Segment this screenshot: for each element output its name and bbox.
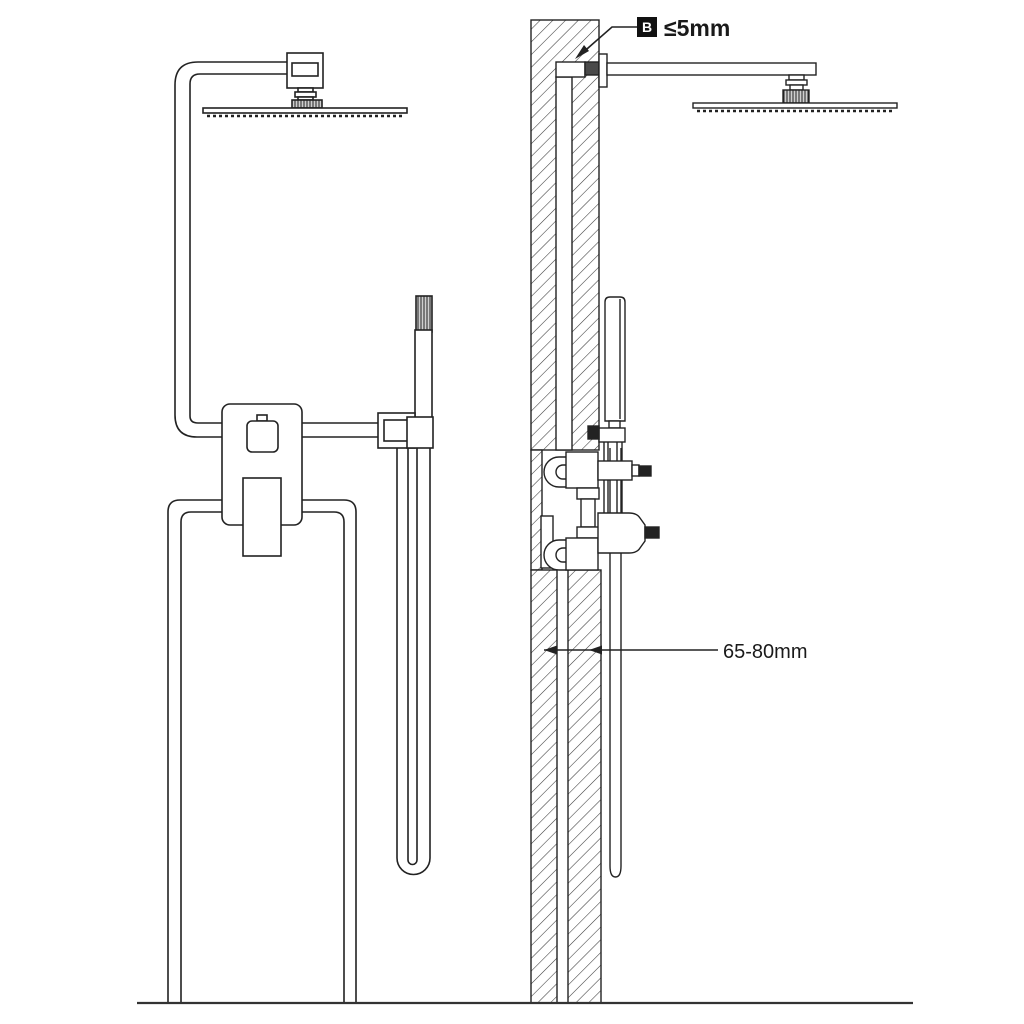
rain-shower-head-side <box>692 102 898 113</box>
holder-lock-knob <box>587 425 600 440</box>
callout-badge-letter: B <box>642 19 652 35</box>
mixer-knob <box>246 420 279 453</box>
shower-arm-mount <box>286 52 324 89</box>
front-view <box>167 52 434 1003</box>
side-view <box>530 19 898 1004</box>
temperature-knob <box>597 512 660 554</box>
upper-valve-block <box>565 451 599 489</box>
upper-pipe-bend <box>543 456 569 488</box>
in-wall-pipe <box>555 76 573 451</box>
mixer-panel <box>221 403 303 557</box>
diverter-control <box>597 460 652 481</box>
diverter-stem <box>638 465 652 477</box>
callout-arrowhead <box>575 45 589 59</box>
lower-pipe-bend <box>543 539 569 571</box>
wand-spray-head <box>415 295 433 333</box>
callout-badge <box>637 17 657 37</box>
mixer-knob-stub <box>256 414 268 422</box>
rain-shower-head <box>202 107 408 118</box>
hand-shower-hose-side <box>609 448 622 878</box>
escutcheon-plate <box>598 53 608 88</box>
concealed-valve <box>540 451 660 571</box>
wand-handle <box>414 329 433 419</box>
gap-spacer-block <box>584 61 600 76</box>
hand-shower-wand-side <box>587 296 626 443</box>
hand-shower-bracket <box>377 412 434 449</box>
lower-valve-block <box>565 537 599 571</box>
mixer-lever <box>242 477 282 557</box>
callout-text: ≤5mm <box>664 15 730 41</box>
hand-shower-wand <box>414 295 433 419</box>
dimension-arrow-left <box>544 645 557 655</box>
head-swivel-connector-side <box>782 74 810 104</box>
supply-pipe <box>174 61 287 438</box>
knob-stem <box>644 526 660 539</box>
wand-holder-side <box>598 427 626 443</box>
wand-holder-cup <box>406 416 434 449</box>
head-swivel-connector <box>291 87 323 109</box>
hand-shower-hose <box>396 448 431 876</box>
shower-arm-side <box>606 62 817 76</box>
arm-wall-fitting <box>555 53 608 88</box>
callout-leader-line <box>579 26 637 56</box>
hand-shower-pipe <box>302 422 378 438</box>
dimension-arrow-right <box>589 645 602 655</box>
dimension-text: 65-80mm <box>723 641 807 663</box>
wall-section <box>530 19 602 1004</box>
depth-dimension: 65-80mm <box>544 641 807 663</box>
callout-b: B ≤5mm <box>575 15 730 59</box>
